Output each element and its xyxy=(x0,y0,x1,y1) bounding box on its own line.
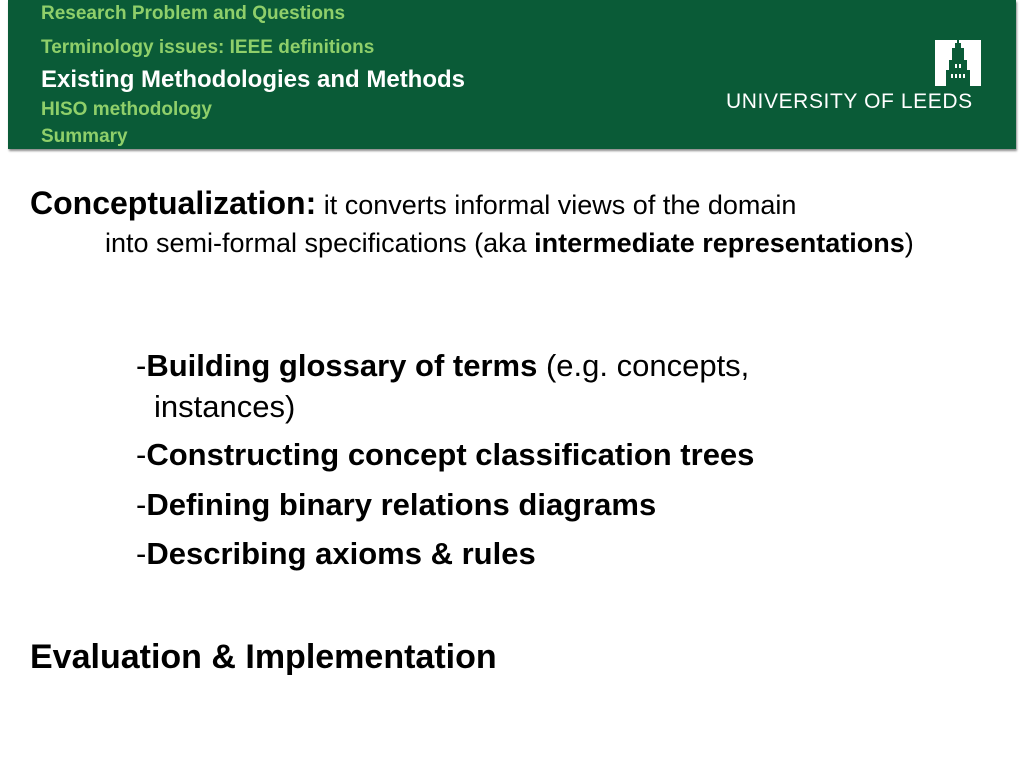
nav-item-hiso-methodology[interactable]: HISO methodology xyxy=(41,99,212,120)
conceptualization-text-2: into semi-formal specifications (aka xyxy=(105,228,535,258)
evaluation-heading: Evaluation & Implementation xyxy=(30,638,497,676)
step-glossary-bold: Building glossary of terms xyxy=(146,348,538,383)
step-classification-trees: -Constructing concept classification tre… xyxy=(136,434,754,475)
conceptualization-text-1: it converts informal views of the domain xyxy=(316,190,797,220)
step-dash: - xyxy=(136,487,147,522)
leeds-tower-logo-icon xyxy=(935,40,981,86)
step-glossary: -Building glossary of terms (e.g. concep… xyxy=(136,345,749,427)
conceptualization-term: Conceptualization: xyxy=(30,185,317,221)
step-binary-relations: -Defining binary relations diagrams xyxy=(136,484,656,525)
step-dash: - xyxy=(136,536,147,571)
step-dash: - xyxy=(136,348,147,383)
nav-item-existing-methodologies[interactable]: Existing Methodologies and Methods xyxy=(41,66,466,93)
step-axioms-bold: Describing axioms & rules xyxy=(146,536,536,571)
conceptualization-text-3: ) xyxy=(904,228,914,258)
nav-item-research-problem[interactable]: Research Problem and Questions xyxy=(41,3,346,24)
slide-header: Research Problem and Questions Terminolo… xyxy=(8,0,1016,149)
step-axioms-rules: -Describing axioms & rules xyxy=(136,533,536,574)
university-logo-text: UNIVERSITY OF LEEDS xyxy=(726,90,973,113)
conceptualization-paragraph: Conceptualization: it converts informal … xyxy=(30,184,930,262)
step-glossary-rest-2: instances) xyxy=(154,389,296,424)
nav-item-terminology[interactable]: Terminology issues: IEEE definitions xyxy=(41,37,375,58)
conceptualization-continuation: into semi-formal specifications (aka int… xyxy=(30,224,930,262)
step-binary-bold: Defining binary relations diagrams xyxy=(146,487,657,522)
step-dash: - xyxy=(136,437,147,472)
nav-item-summary[interactable]: Summary xyxy=(41,126,128,147)
step-glossary-rest: (e.g. concepts, xyxy=(537,348,750,383)
step-classification-bold: Constructing concept classification tree… xyxy=(146,437,755,472)
intermediate-representations-term: intermediate representations xyxy=(534,228,905,258)
